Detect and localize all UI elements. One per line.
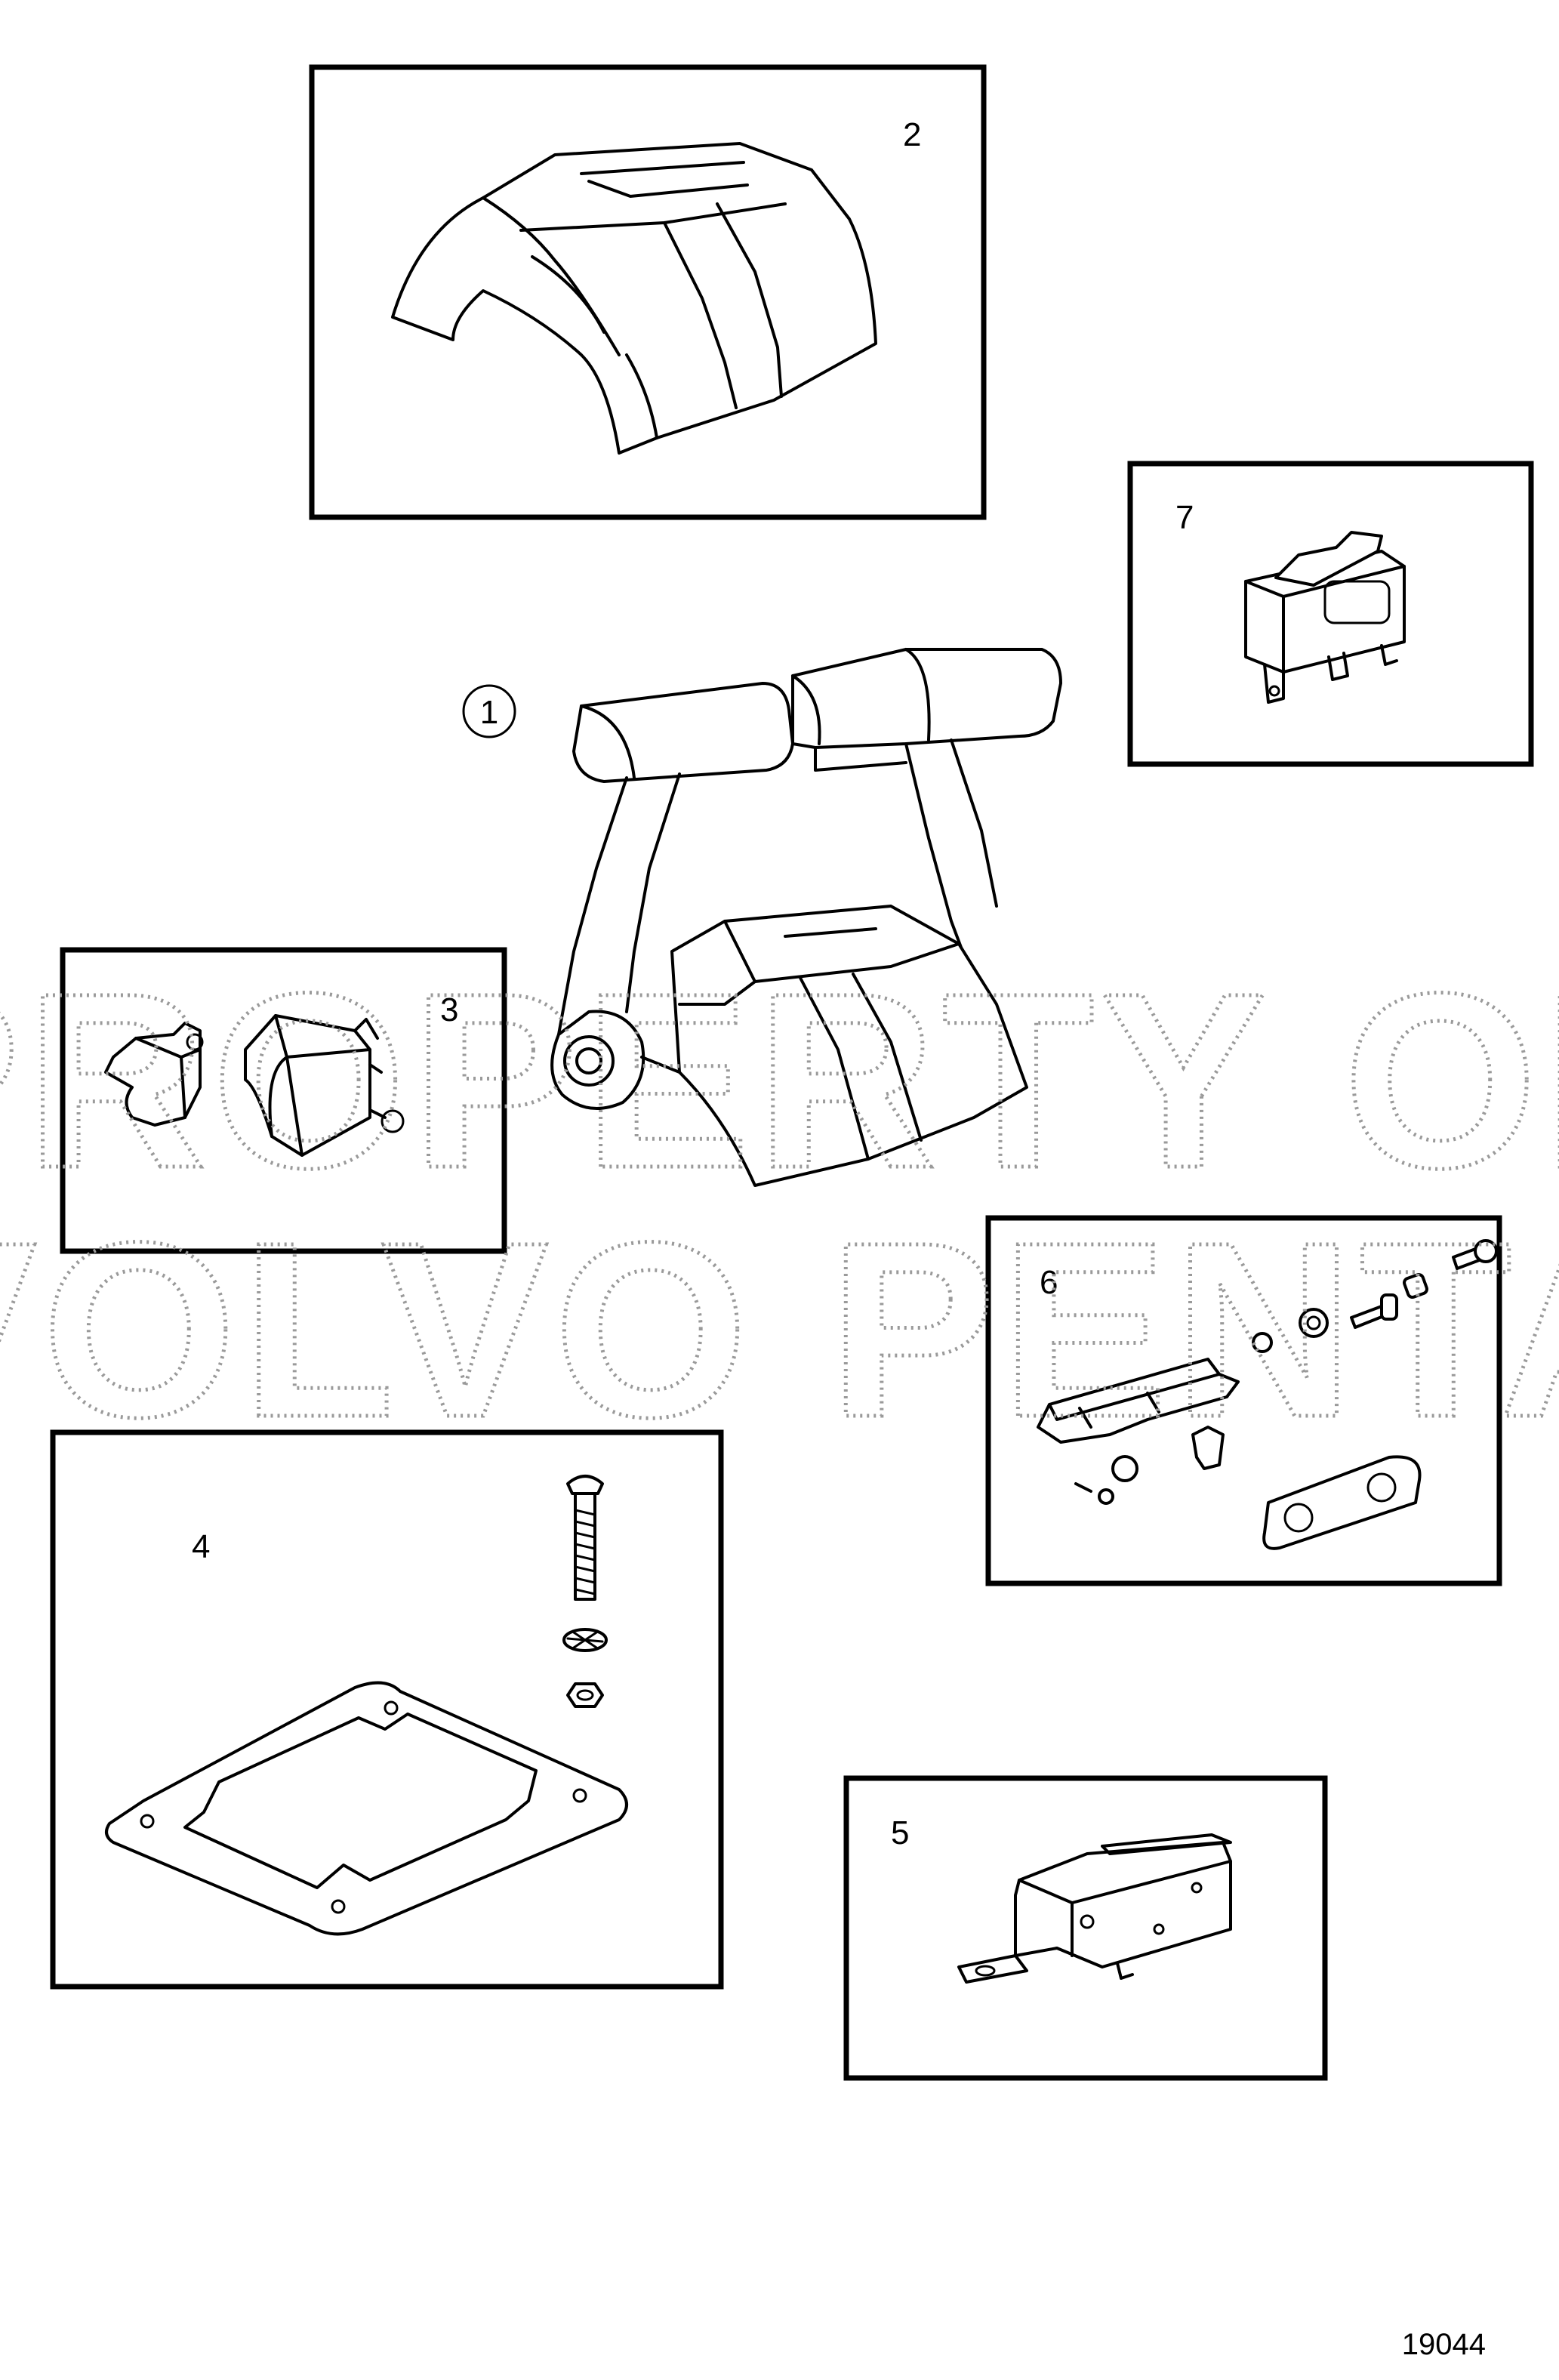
part-7-rocker-switch-panel: 7 (1127, 461, 1534, 767)
mounting-bolt-drawing (562, 1475, 608, 1708)
figure-number: 19044 (1402, 2328, 1486, 2361)
rocker-switch-3-drawing (244, 1014, 405, 1157)
callout-5: 5 (891, 1814, 909, 1851)
callout-1: 1 (480, 694, 498, 731)
part-4-mounting-kit-panel: 4 (50, 1429, 724, 1990)
part-3-switch-panel: 3 (60, 947, 507, 1254)
callout-4: 4 (192, 1528, 210, 1565)
callout-7: 7 (1175, 499, 1194, 536)
callout-3: 3 (440, 991, 458, 1028)
watermark-line-2: VOLVO PENTA (0, 1190, 1559, 1469)
callout-6: 6 (1040, 1264, 1058, 1301)
part-1-callout: 1 (462, 684, 516, 738)
part-6-lock-kit-panel: 6 (985, 1215, 1502, 1586)
cover-drawing (391, 142, 877, 455)
part-1-dual-lever-control (550, 648, 1062, 1187)
part-5-micro-switch-panel: 5 (843, 1775, 1328, 2081)
watermark: PROPERTY OF VOLVO PENTA (0, 939, 1559, 1471)
gasket-drawing (105, 1681, 628, 1936)
lock-kit-drawing (1037, 1239, 1498, 1550)
micro-switch-drawing (957, 1833, 1232, 1984)
watermark-line-1: PROPERTY OF (0, 941, 1559, 1219)
switch-cap-drawing (104, 1022, 204, 1127)
part-2-cover-panel: 2 (309, 64, 987, 520)
rocker-switch-drawing (1244, 531, 1406, 704)
callout-2: 2 (903, 116, 921, 153)
